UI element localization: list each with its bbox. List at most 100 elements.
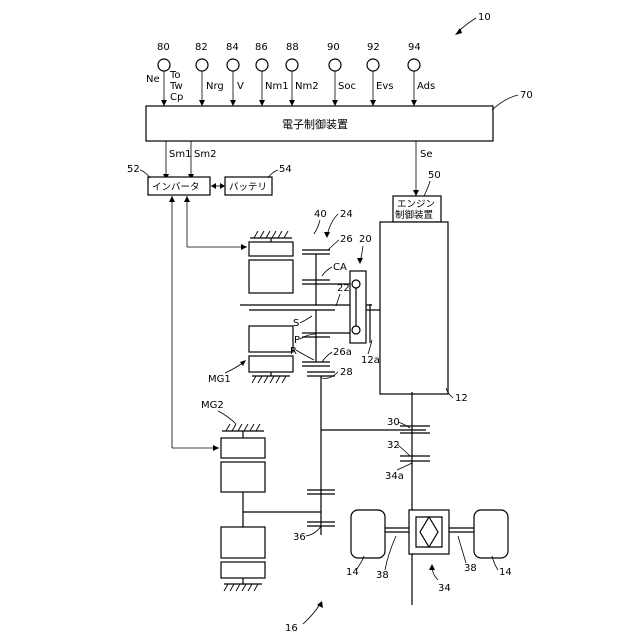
sensor-88-sig: Nm2 (295, 81, 319, 92)
engine-box (380, 222, 448, 394)
ref-34a-label: 34a (385, 471, 404, 482)
mg2-bottom-hatch-1 (224, 584, 228, 591)
sensor-80-sig-ne: Ne (146, 74, 160, 85)
damper-spring-top (352, 280, 360, 288)
ref-26a-label: 26a (333, 347, 352, 358)
ref-26-label: 26 (340, 234, 353, 245)
mg1-stator-bottom (249, 356, 293, 372)
mg1-rotor-bottom (249, 326, 293, 352)
mg1-top-hatch-4 (272, 231, 276, 238)
sensor-94-num: 94 (408, 42, 421, 53)
sensor-84-arrowhead (230, 100, 236, 106)
mg1-bottom-hatch-1 (252, 376, 256, 383)
sensor-84-sig: V (237, 81, 244, 92)
mg2-top-hatch-6 (256, 424, 260, 431)
mg1-top-hatch-5 (278, 231, 282, 238)
se-label: Se (420, 149, 433, 160)
ref-40-leader (314, 220, 320, 234)
sensor-92-sig: Evs (376, 81, 393, 92)
sensor-90-arrowhead (332, 100, 338, 106)
mg1-stator-top (249, 242, 293, 256)
ref-70-label: 70 (520, 90, 533, 101)
mg2-rotor-bottom (221, 527, 265, 558)
sensor-90-num: 90 (327, 42, 340, 53)
ring-leader (296, 350, 314, 360)
pinion-label: P (294, 335, 300, 346)
ref-52-label: 52 (127, 164, 140, 175)
mg1-bottom-hatch-4 (270, 376, 274, 383)
mg2-stator-top (221, 438, 265, 458)
mg1-bottom-hatch-2 (258, 376, 262, 383)
mg1-top-hatch-3 (266, 231, 270, 238)
ref-32-leader (398, 445, 410, 456)
sensor-88-arrowhead (289, 100, 295, 106)
ref-22-label: 22 (337, 283, 350, 294)
mg2-rotor-top (221, 462, 265, 492)
mg1-top-hatch-6 (284, 231, 288, 238)
sensor-90-circle (329, 59, 341, 71)
carrier-leader (322, 267, 332, 276)
mg2-top-hatch-3 (238, 424, 242, 431)
sensor-92: 92 Evs (367, 42, 393, 106)
sensor-86-arrowhead (259, 100, 265, 106)
mg2-bottom-hatch-3 (236, 584, 240, 591)
mg2-bottom-hatch-4 (242, 584, 246, 591)
inv-mg1-arrow-right (241, 244, 247, 250)
wheel-left (351, 510, 385, 558)
inv-mg2-arrow-right (213, 445, 219, 451)
ref-28-label: 28 (340, 367, 353, 378)
mg1-top-ground (250, 231, 292, 242)
se-arrowhead (413, 190, 419, 196)
damper-spring-bottom (352, 326, 360, 334)
sensor-88-num: 88 (286, 42, 299, 53)
ref-16-leader (303, 604, 320, 624)
ecu-label: 電子制御装置 (282, 117, 348, 131)
ref-32-label: 32 (387, 440, 400, 451)
mg2-top-ground (222, 424, 264, 438)
mg1-bottom-hatch-3 (264, 376, 268, 383)
sensor-82-sig: Nrg (206, 81, 224, 92)
ref-12a-label: 12a (361, 355, 380, 366)
ref-16-label: 16 (285, 623, 298, 634)
mg2-bottom-hatch-6 (254, 584, 258, 591)
mg2-top-hatch-4 (244, 424, 248, 431)
ref-34-label: 34 (438, 583, 451, 594)
sensor-88-circle (286, 59, 298, 71)
ref-20-arrowhead (357, 258, 363, 264)
ref-12-label: 12 (455, 393, 468, 404)
sensor-90: 90 Soc (327, 42, 356, 106)
battery-label: バッテリ (229, 182, 267, 193)
engine-ecu-label-2: 制御装置 (395, 209, 433, 221)
inverter-label: インバータ (152, 182, 200, 193)
sm1-label: Sm1 (169, 149, 191, 160)
ref-50-leader (424, 181, 430, 196)
ring-label: R (290, 346, 297, 357)
engine-ecu-label-1: エンジン (397, 199, 435, 210)
ref-30-label: 30 (387, 417, 400, 428)
mg2-bottom-ground (224, 578, 262, 591)
ref-40-label: 40 (314, 209, 327, 220)
mg2-label: MG2 (201, 400, 224, 411)
inv-batt-arrow-left (211, 183, 216, 189)
mg1-rotor-top (249, 260, 293, 293)
sun-label: S (293, 318, 299, 329)
ref-14-right-label: 14 (499, 567, 512, 578)
ref-36-leader (306, 526, 321, 536)
inv-batt-arrow-right (220, 183, 225, 189)
sensor-92-arrowhead (370, 100, 376, 106)
inv-mg2-arrow-up (169, 196, 175, 202)
mg1-leader-arrowhead (240, 360, 246, 366)
mg2-top-hatch-2 (232, 424, 236, 431)
ref-10-label: 10 (478, 12, 491, 23)
ref-22-leader (336, 294, 340, 306)
ref-36-label: 36 (293, 532, 306, 543)
sensor-88: 88 Nm2 (286, 42, 319, 106)
sensor-94-circle (408, 59, 420, 71)
sensor-86: 86 Nm1 (255, 42, 289, 106)
sensor-82: 82 Nrg (195, 42, 224, 106)
sensor-82-circle (196, 59, 208, 71)
mg1-label: MG1 (208, 374, 231, 385)
ref-70-leader (492, 95, 518, 110)
